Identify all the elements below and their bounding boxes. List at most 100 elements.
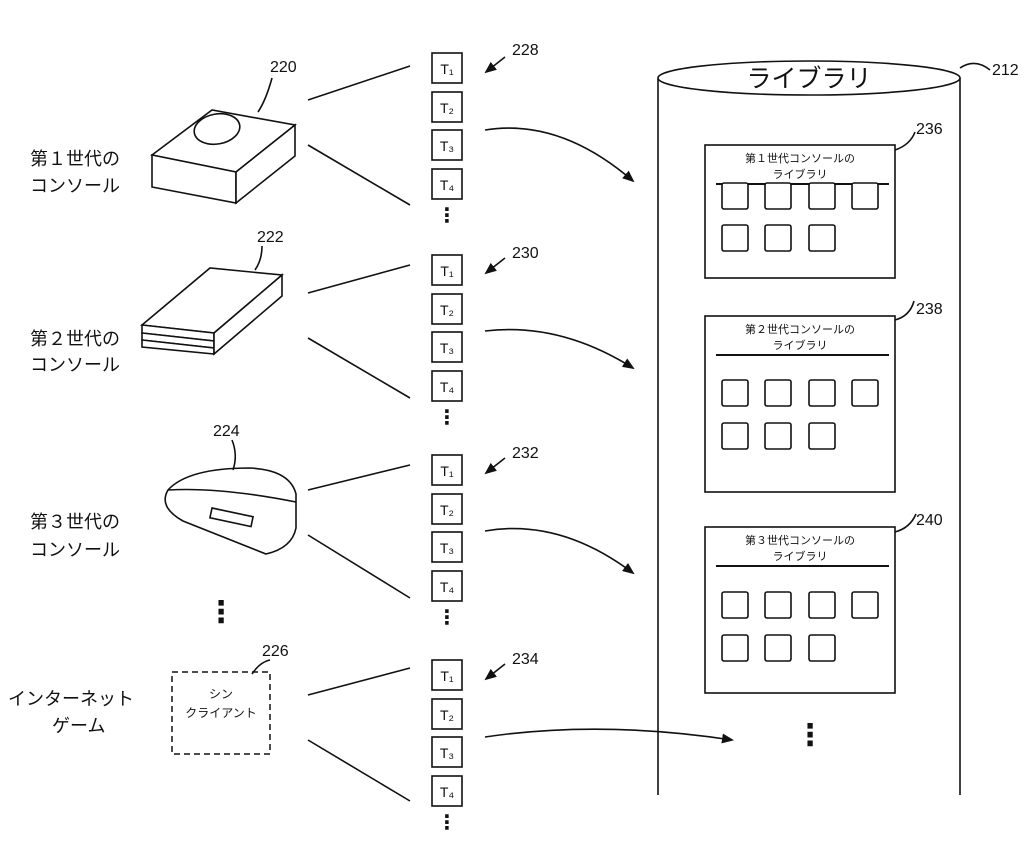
library-title: ライブラリ bbox=[746, 64, 871, 93]
label-line2: コンソール bbox=[30, 176, 120, 197]
tile-box bbox=[431, 370, 463, 402]
tile-label: T₂ bbox=[440, 100, 454, 116]
flow-arrow-3 bbox=[484, 527, 635, 575]
source-2-label: 第２世代の コンソール bbox=[30, 329, 120, 376]
tile-ellipsis: ⋮ bbox=[437, 203, 457, 227]
fan-line bbox=[307, 464, 411, 491]
game-square bbox=[851, 182, 879, 210]
tile-label: T₃ bbox=[440, 340, 454, 356]
tile-box bbox=[431, 454, 463, 486]
device-body bbox=[164, 467, 297, 555]
panel-ref: 236 bbox=[916, 121, 943, 138]
game-square bbox=[721, 379, 749, 407]
game-square bbox=[808, 224, 836, 252]
ref-arrow bbox=[484, 56, 506, 74]
label-line1: インターネット bbox=[8, 689, 134, 710]
library-ref: 212 bbox=[992, 62, 1019, 79]
console-device-2 bbox=[140, 267, 284, 356]
library-panel-1: 第１世代コンソールの ライブラリ 236 bbox=[704, 121, 943, 279]
game-square bbox=[721, 182, 749, 210]
tile-box bbox=[431, 129, 463, 161]
device-side-face bbox=[213, 273, 283, 356]
device-more-ellipsis: ⋮ bbox=[206, 595, 236, 630]
tile-label: T₃ bbox=[440, 138, 454, 154]
tile-box bbox=[431, 52, 463, 84]
tile-label: T₄ bbox=[440, 379, 455, 395]
panel-frame bbox=[704, 144, 896, 279]
panel-2-games bbox=[721, 379, 879, 450]
panel-title-line2: ライブラリ bbox=[773, 167, 828, 181]
tile-label: T₂ bbox=[440, 707, 454, 723]
ref-arrow bbox=[484, 663, 506, 681]
game-square bbox=[808, 591, 836, 619]
panel-title-line2: ライブラリ bbox=[773, 549, 828, 563]
tile-label: T₂ bbox=[440, 502, 454, 518]
flow-arrow-4 bbox=[484, 728, 734, 744]
game-square bbox=[808, 182, 836, 210]
tile-box bbox=[431, 570, 463, 602]
game-square bbox=[851, 379, 879, 407]
tile-box bbox=[431, 736, 463, 768]
tile-label: T₁ bbox=[440, 463, 454, 479]
device-4-ref: 226 bbox=[262, 643, 289, 660]
panel-title-line1: 第２世代コンソールの bbox=[745, 322, 855, 336]
label-line2: コンソール bbox=[30, 355, 120, 376]
game-square bbox=[808, 634, 836, 662]
game-square bbox=[851, 591, 879, 619]
game-square bbox=[721, 224, 749, 252]
tile-box bbox=[431, 775, 463, 807]
ref-number: 230 bbox=[512, 245, 539, 262]
tile-column-2: T₁ T₂ T₃ T₄ ⋮ bbox=[431, 254, 463, 429]
label-line1: 第２世代の bbox=[30, 329, 120, 350]
library-cylinder: ライブラリ 212 bbox=[657, 60, 1019, 795]
game-square bbox=[764, 224, 792, 252]
tile-ref-1: 228 bbox=[484, 42, 539, 74]
flow-arrow-1 bbox=[484, 127, 635, 183]
cylinder-top bbox=[657, 60, 961, 96]
device-4-ref-leader bbox=[251, 659, 271, 675]
tile-ellipsis: ⋮ bbox=[437, 605, 457, 629]
game-square bbox=[764, 422, 792, 450]
tile-label: T₁ bbox=[440, 263, 454, 279]
tile-label: T₄ bbox=[440, 579, 455, 595]
console-device-3 bbox=[164, 467, 297, 555]
tile-box bbox=[431, 331, 463, 363]
game-square bbox=[721, 422, 749, 450]
device-slot bbox=[208, 507, 255, 528]
device-2-ref: 222 bbox=[257, 229, 284, 246]
tile-box bbox=[431, 293, 463, 325]
tile-box bbox=[431, 254, 463, 286]
ref-arrow bbox=[484, 457, 506, 475]
ref-arrow bbox=[484, 257, 506, 275]
fan-line bbox=[307, 667, 411, 696]
tile-label: T₁ bbox=[440, 668, 454, 684]
device-side-face bbox=[235, 123, 296, 205]
fan-line bbox=[307, 739, 411, 802]
flow-arrows bbox=[484, 127, 734, 744]
fan-line bbox=[307, 337, 411, 399]
library-more-ellipsis: ⋮ bbox=[795, 718, 825, 753]
panel-3-games bbox=[721, 591, 879, 662]
panel-1-games bbox=[721, 182, 879, 252]
tile-box bbox=[431, 168, 463, 200]
device-2-ref-leader bbox=[254, 245, 263, 271]
fan-line bbox=[307, 65, 411, 101]
tile-column-4: T₁ T₂ T₃ T₄ ⋮ bbox=[431, 659, 463, 834]
tile-label: T₂ bbox=[440, 302, 454, 318]
tile-box bbox=[431, 659, 463, 691]
game-square bbox=[808, 379, 836, 407]
panel-ref-leader bbox=[894, 300, 915, 321]
thin-client-device: シン クライアント bbox=[171, 671, 271, 755]
fan-lines bbox=[307, 65, 411, 802]
flow-arrow-2 bbox=[484, 328, 635, 370]
tile-ref-3: 232 bbox=[484, 445, 539, 475]
tile-column-3: T₁ T₂ T₃ T₄ ⋮ bbox=[431, 454, 463, 629]
label-line2: ゲーム bbox=[52, 716, 105, 737]
thin-client-line1: シン bbox=[209, 687, 233, 701]
ref-number: 234 bbox=[512, 651, 539, 668]
thin-client-line2: クライアント bbox=[185, 706, 257, 720]
console-device-1 bbox=[150, 109, 297, 205]
thin-client-box bbox=[171, 671, 271, 755]
tile-ellipsis: ⋮ bbox=[437, 405, 457, 429]
